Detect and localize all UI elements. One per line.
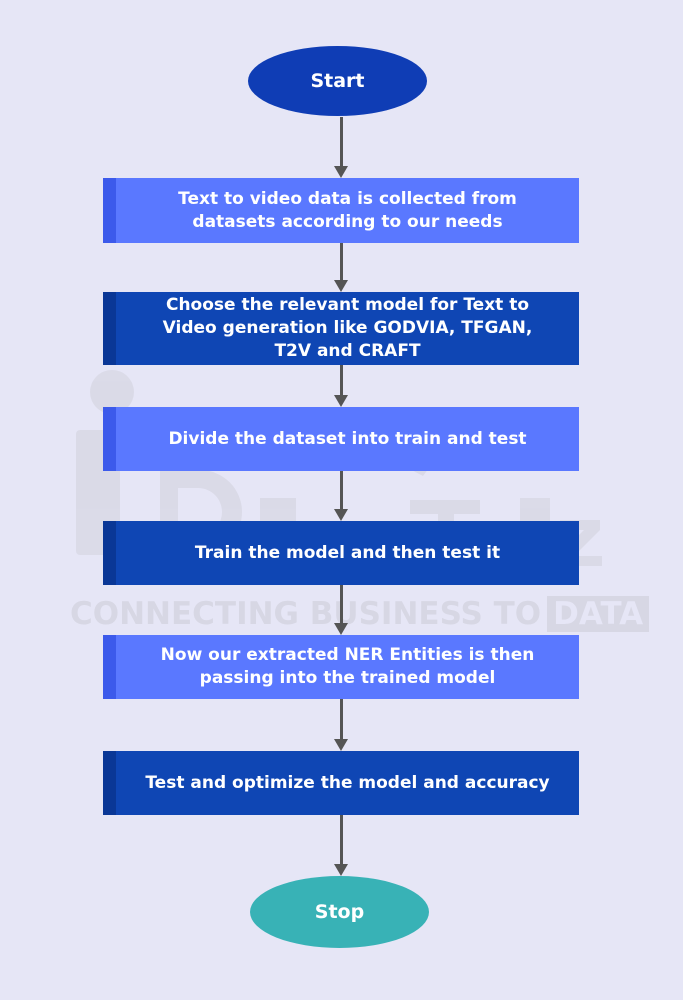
connector-line [340, 471, 343, 510]
process-step-train-model: Train the model and then test it [103, 521, 579, 585]
connector-line [340, 117, 343, 167]
process-step-label: Divide the dataset into train and test [168, 428, 527, 449]
arrow-down-icon [334, 739, 348, 751]
process-step-label: Text to video data is collected from dat… [178, 188, 517, 232]
connector-line [340, 585, 343, 624]
start-label: Start [310, 70, 365, 92]
connector-line [340, 815, 343, 865]
process-step-pass-ner-entities: Now our extracted NER Entities is then p… [103, 635, 579, 699]
connector-line [340, 365, 343, 396]
arrow-down-icon [334, 864, 348, 876]
arrow-down-icon [334, 509, 348, 521]
process-step-label: Choose the relevant model for Text to Vi… [162, 295, 533, 361]
stop-terminal: Stop [250, 876, 429, 948]
connector-line [340, 243, 343, 281]
arrow-down-icon [334, 395, 348, 407]
watermark-tagline-text: CONNECTING BUSINESS TO [70, 596, 542, 632]
connector-line [340, 699, 343, 740]
start-terminal: Start [248, 46, 427, 116]
process-step-label: Train the model and then test it [194, 542, 501, 563]
process-step-collect-data: Text to video data is collected from dat… [103, 178, 579, 243]
watermark-tagline-boxed-text: DATA [547, 596, 650, 632]
arrow-down-icon [334, 623, 348, 635]
process-step-label: Test and optimize the model and accuracy [145, 772, 550, 793]
stop-label: Stop [314, 901, 365, 923]
process-step-divide-dataset: Divide the dataset into train and test [103, 407, 579, 471]
arrow-down-icon [334, 280, 348, 292]
process-step-optimize-model: Test and optimize the model and accuracy [103, 751, 579, 815]
process-step-label: Now our extracted NER Entities is then p… [160, 645, 535, 688]
arrow-down-icon [334, 166, 348, 178]
process-step-choose-model: Choose the relevant model for Text to Vi… [103, 292, 579, 365]
